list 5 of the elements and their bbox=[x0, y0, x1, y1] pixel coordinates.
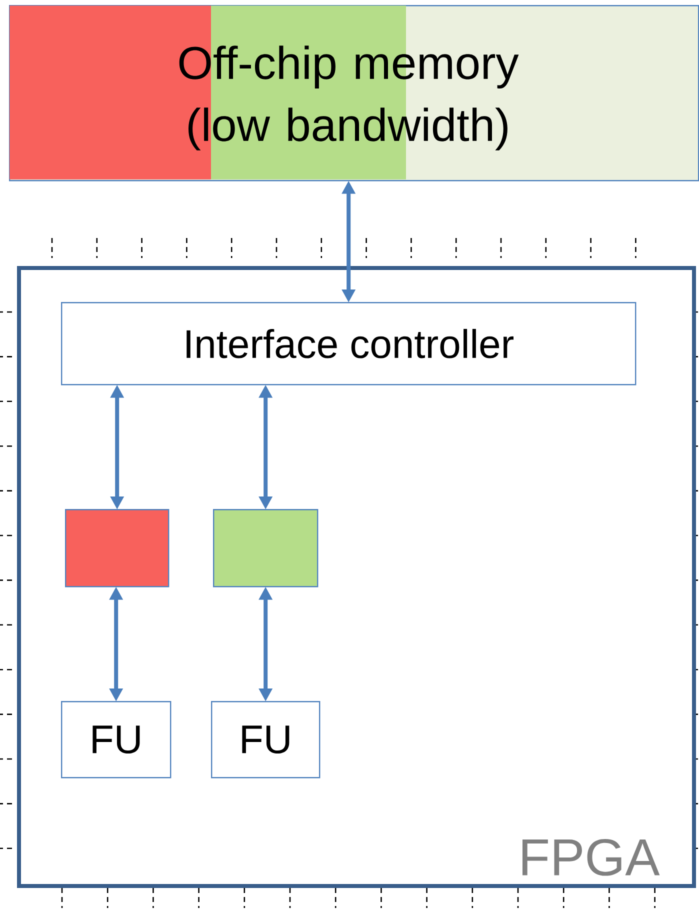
fu-box: FU bbox=[61, 701, 172, 778]
buffer-box bbox=[213, 509, 318, 588]
fu-box: FU bbox=[211, 701, 320, 778]
buffer-box bbox=[65, 509, 170, 588]
controller-box: Interface controller bbox=[61, 302, 636, 386]
